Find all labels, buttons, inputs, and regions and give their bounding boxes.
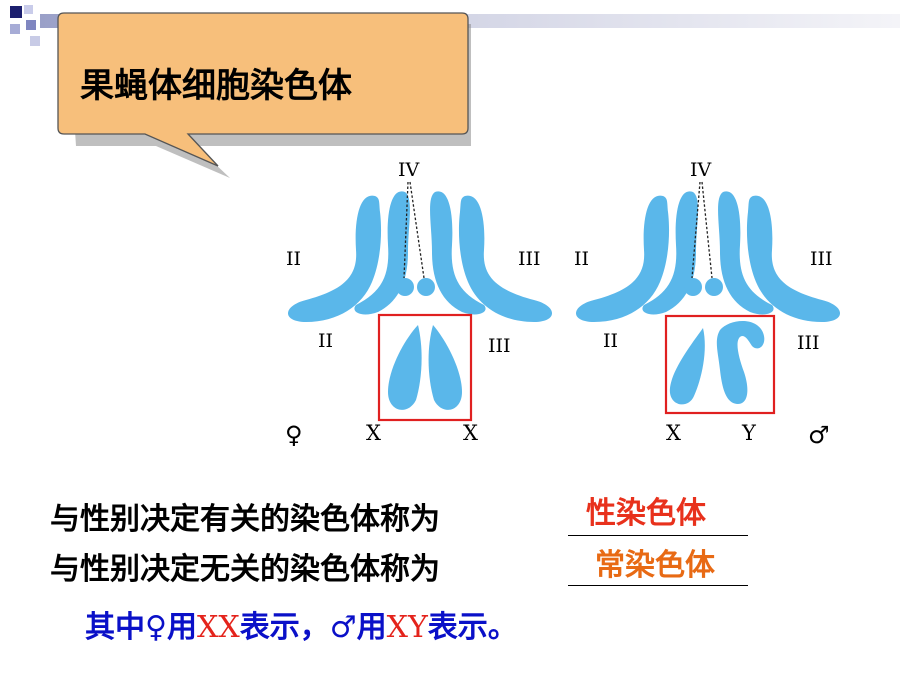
chromosome-iv [417, 278, 435, 296]
chromosome-iii [458, 195, 552, 322]
chromosome-iv [396, 278, 414, 296]
label-ii: II [574, 248, 589, 270]
chromosome-y [716, 320, 765, 404]
slide-title: 果蝇体细胞染色体 [80, 66, 352, 106]
label-x: X [666, 421, 681, 445]
male-sex-chromosome-box [664, 314, 776, 415]
male-symbol: ♂ [808, 421, 830, 449]
note-prefix: 其中 [85, 610, 145, 645]
female-sex-chromosome-box [377, 313, 473, 422]
chromosome-iv [705, 278, 723, 296]
callout-bubble [57, 12, 469, 167]
chromosome-iii [746, 195, 840, 322]
chromosome-x [669, 328, 705, 405]
male-karyotype [576, 191, 840, 405]
deco-square [10, 24, 20, 34]
chromosome-x [388, 325, 422, 410]
answer-blank [568, 585, 748, 586]
chromosome-iv [684, 278, 702, 296]
label-iii: III [797, 332, 820, 354]
female-symbol: ♀ [285, 421, 303, 449]
chromosome-diagram: IV II III II III ♀ X X IV II III II III … [285, 159, 840, 449]
label-x: X [463, 421, 478, 445]
label-iii: III [810, 248, 833, 270]
label-iv: IV [690, 159, 712, 181]
chromosome-x [428, 325, 462, 410]
chromosome-ii [288, 195, 382, 322]
note-mid: 表示， [239, 610, 330, 645]
label-x: X [366, 421, 381, 445]
deco-square [10, 6, 22, 18]
note-suffix: 表示。 [427, 610, 518, 645]
label-y: Y [741, 421, 757, 445]
deco-square [26, 20, 36, 30]
chromosome-iii [718, 191, 774, 315]
male-code: XY [386, 610, 428, 645]
note-use: 用 [356, 610, 387, 645]
female-karyotype [288, 191, 552, 410]
note-use: 用 [166, 610, 197, 645]
chromosome-ii [354, 191, 410, 315]
chromosome-ii [642, 191, 698, 315]
male-symbol: ♂ [329, 610, 357, 645]
question-autosome: 与性别决定无关的染色体称为 [50, 552, 440, 587]
label-ii: II [286, 248, 301, 270]
label-ii: II [603, 330, 618, 352]
deco-square [30, 36, 40, 46]
label-ii: II [318, 330, 333, 352]
chromosome-iii [430, 191, 486, 315]
label-iv: IV [398, 159, 420, 181]
label-iii: III [518, 248, 541, 270]
answer-blank [568, 535, 748, 536]
answer-sex-chromosome: 性染色体 [586, 496, 706, 531]
title-callout [57, 12, 471, 178]
question-sex-chromosome: 与性别决定有关的染色体称为 [50, 502, 440, 537]
label-iii: III [488, 335, 511, 357]
female-symbol: ♀ [145, 610, 167, 645]
answer-autosome: 常染色体 [595, 548, 715, 583]
notation-note: 其中♀用XX表示，♂用XY表示。 [85, 602, 518, 646]
female-code: XX [196, 610, 240, 645]
chromosome-ii [576, 195, 670, 322]
deco-square [24, 5, 33, 14]
